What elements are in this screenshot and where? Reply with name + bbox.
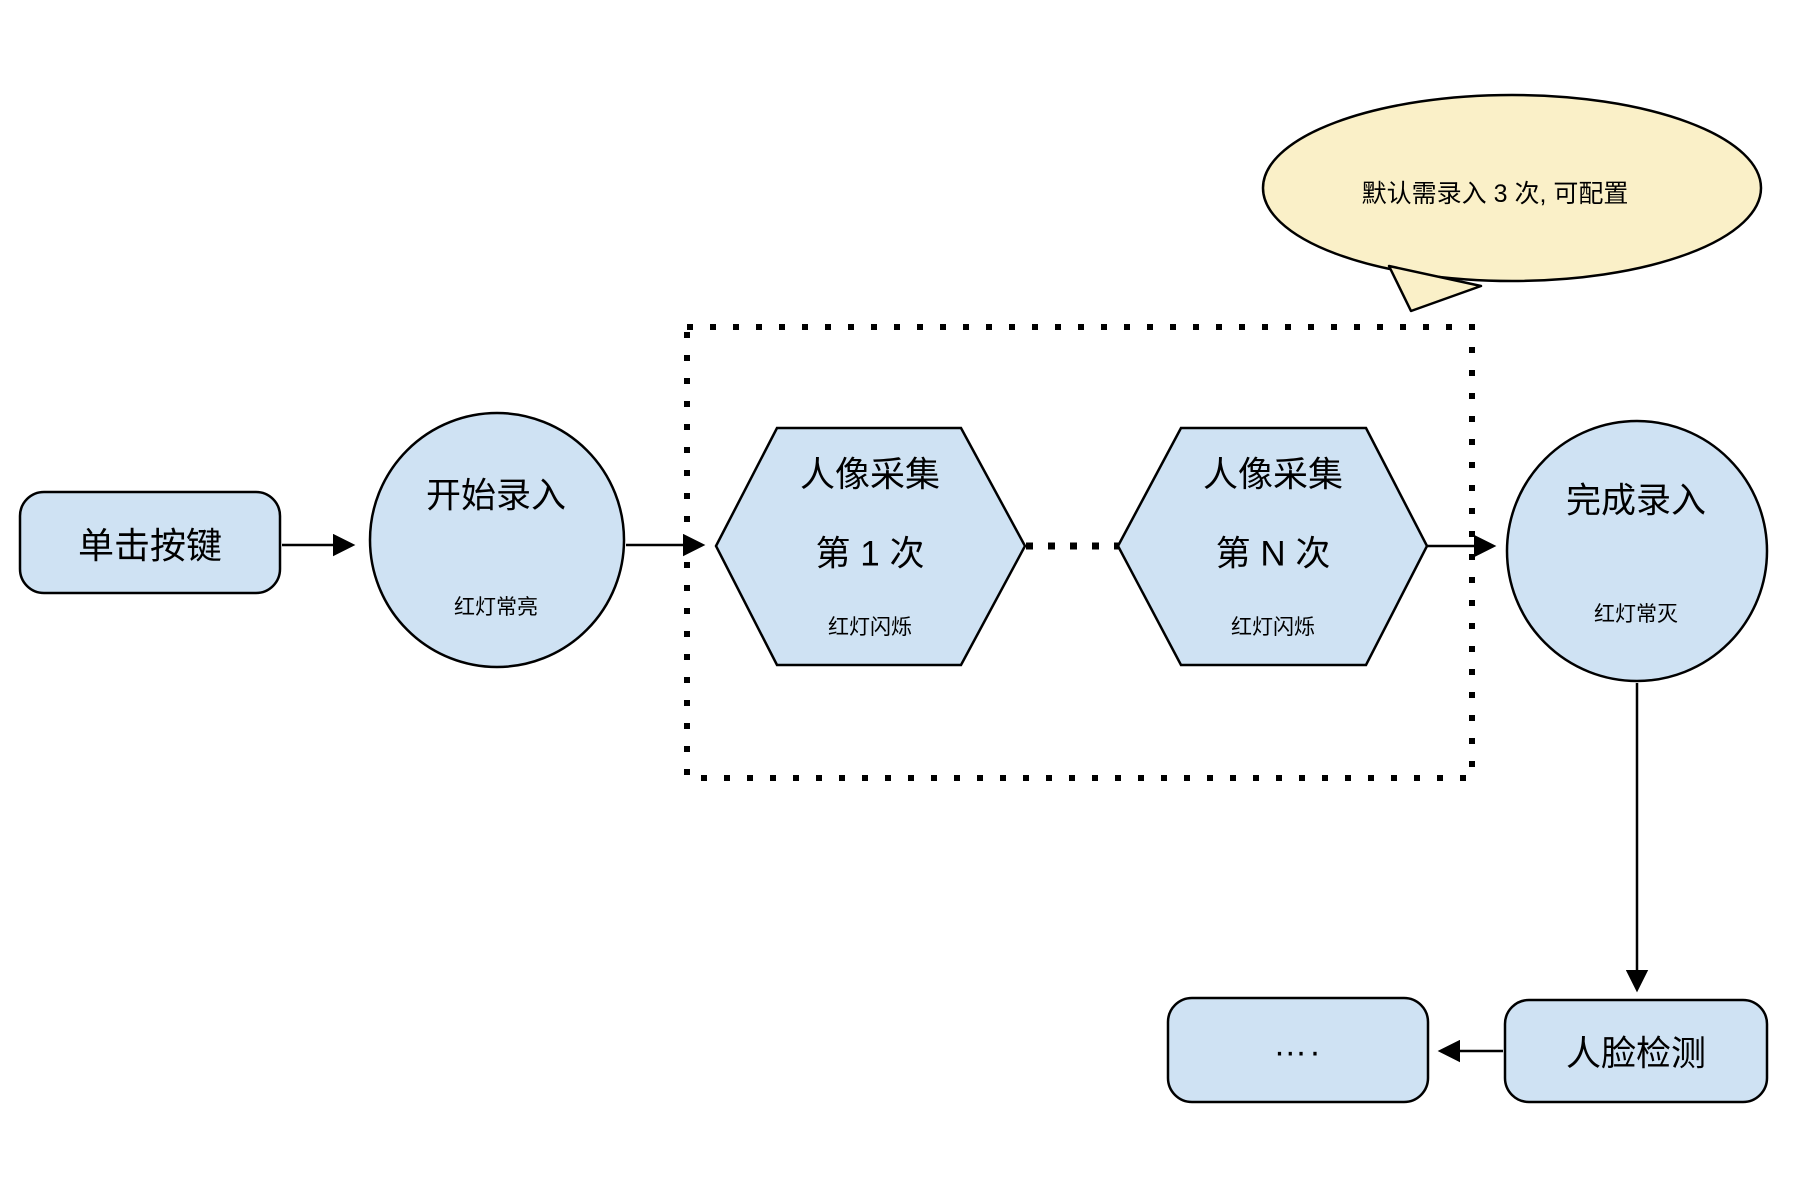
ellipsis-node[interactable] [1166,996,1430,1104]
capture-nth-count-label: 第 N 次 [1215,534,1331,574]
face-detection-node[interactable] [1503,998,1769,1104]
callout-bubble [1261,93,1763,283]
capture-nth-node[interactable] [1116,426,1429,667]
start-entry-label: 开始录入 [425,476,567,516]
face-detection-label: 人脸检测 [1565,1034,1707,1074]
finish-entry-sublabel: 红灯常灭 [1594,603,1678,626]
capture-first-label: 人像采集 [799,455,941,495]
repeat-group-dotted-border [684,324,1475,781]
callout-text: 默认需录入 3 次, 可配置 [1361,180,1629,208]
start-entry-node[interactable] [368,411,626,669]
start-button-node[interactable] [18,490,282,595]
ellipsis-label: …. [1273,1025,1323,1064]
capture-first-sublabel: 红灯闪烁 [828,616,912,639]
capture-nth-sublabel: 红灯闪烁 [1231,616,1315,639]
start-entry-sublabel: 红灯常亮 [454,596,538,619]
finish-entry-node[interactable] [1505,419,1769,683]
capture-first-node[interactable] [714,426,1027,667]
start-button-label: 单击按键 [77,525,223,566]
finish-entry-label: 完成录入 [1565,481,1707,521]
callout-bubble-tail [1387,264,1483,313]
capture-first-count-label: 第 1 次 [815,534,925,574]
capture-nth-label: 人像采集 [1202,455,1344,495]
